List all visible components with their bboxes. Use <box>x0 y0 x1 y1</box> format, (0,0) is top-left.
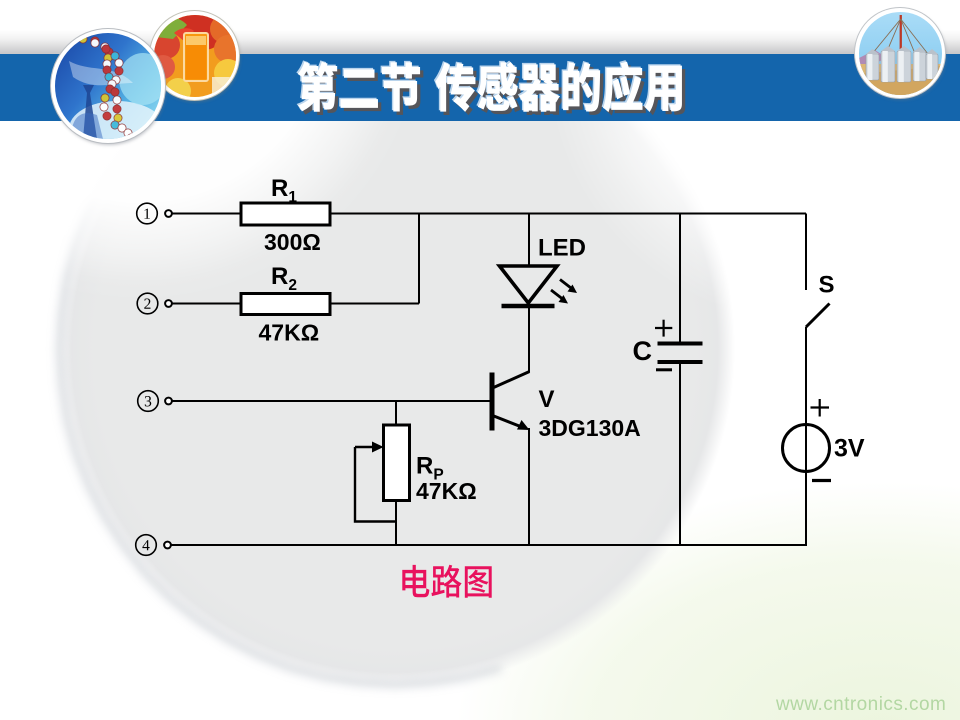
svg-text:S: S <box>819 272 835 299</box>
svg-text:3V: 3V <box>834 435 865 463</box>
svg-text:47KΩ: 47KΩ <box>259 320 320 346</box>
svg-text:300Ω: 300Ω <box>264 229 321 255</box>
svg-text:R1: R1 <box>271 175 297 206</box>
svg-text:47KΩ: 47KΩ <box>416 478 477 504</box>
svg-text:C: C <box>633 336 653 366</box>
svg-text:LED: LED <box>538 235 586 262</box>
svg-text:V: V <box>539 386 555 413</box>
svg-text:3DG130A: 3DG130A <box>539 415 641 441</box>
svg-text:R2: R2 <box>271 263 297 294</box>
